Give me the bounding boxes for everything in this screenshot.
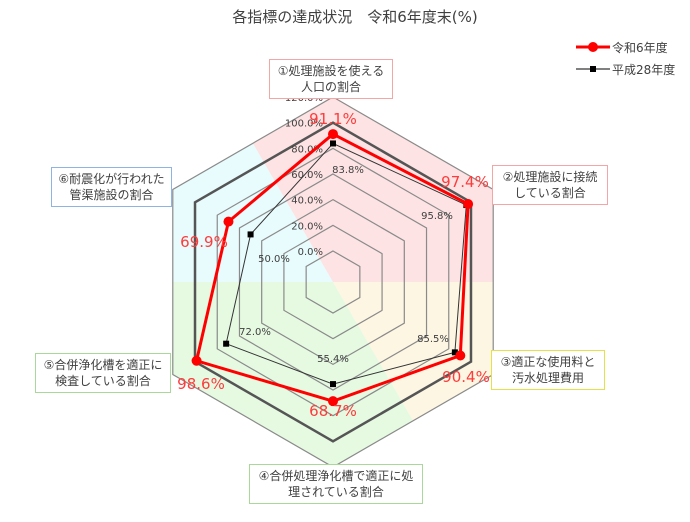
category-label-text: している割合 [514,186,586,200]
axis-tick-label: 80.0% [291,144,323,155]
grid-ring [261,198,405,366]
data-label-r6: 90.4% [442,368,490,386]
data-label-r6: 68.7% [309,402,357,420]
axis-tick-label: 40.0% [291,196,323,207]
data-label-h28: 72.0% [239,327,271,338]
legend-black-line-marker-icon [576,66,610,72]
legend-item-h28: 平成28年度 [576,58,675,80]
series-r6-marker [455,350,466,361]
axis-tick-label: 60.0% [291,170,323,181]
grid-ring [305,250,361,314]
category-label-text: 人口の割合 [300,80,361,94]
category-label-1: ①処理施設を使える 人口の割合 [269,59,393,99]
series-r6-marker [463,199,474,210]
bg-region-cyan [172,97,333,282]
category-label-3: ③適正な使用料と 汚水処理費用 [491,350,605,390]
series-h28-marker [330,381,336,388]
category-label-text: ②処理施設に接続 [502,170,598,184]
category-label-text: 汚水処理費用 [511,371,584,385]
grid-ring [216,147,450,417]
data-label-r6: 98.6% [177,375,225,393]
legend-red-line-marker-icon [576,42,610,52]
series-r6-marker [191,355,202,366]
series-r6-marker [328,129,338,140]
legend-label: 平成28年度 [612,62,676,77]
chart-title: 各指標の達成状況 令和6年度末(%) [232,8,478,26]
legend-label: 令和6年度 [612,40,668,55]
legend: 令和6年度 平成28年度 [576,36,675,80]
category-label-text: ⑥耐震化が行われた [58,172,165,186]
category-label-text: 管渠施設の割合 [69,188,154,202]
category-label-text: ③適正な使用料と [500,355,596,369]
series-h28-marker [247,231,254,238]
category-label-5: ⑤合併浄化槽を適正に 検査している割合 [35,353,171,393]
data-label-h28: 85.5% [417,334,449,345]
series-h28-marker [451,349,458,356]
data-label-r6: 69.9% [180,233,228,251]
data-label-h28: 50.0% [258,254,290,265]
series-h28-marker [330,140,336,147]
axis-tick-label: 100.0% [285,119,323,130]
category-label-6: ⑥耐震化が行われた 管渠施設の割合 [51,167,172,207]
grid-ring [283,224,383,340]
data-label-h28: 83.8% [332,165,364,176]
axis-tick-label: 0.0% [298,247,323,258]
category-label-text: ④合併処理浄化槽で適正に処 [258,469,414,483]
category-label-text: ①処理施設を使える [277,64,385,78]
data-label-r6: 97.4% [441,173,489,191]
axis-tick-label: 20.0% [291,221,323,232]
bg-region-cream [333,282,494,467]
series-r6-marker [223,216,234,227]
data-label-h28: 55.4% [317,354,349,365]
category-label-text: ⑤合併浄化槽を適正に [43,358,163,372]
series-r6-marker [328,396,338,407]
category-label-text: 検査している割合 [55,374,151,388]
grid-ring [238,173,428,391]
category-label-2: ②処理施設に接続 している割合 [492,165,608,205]
data-label-r6: 91.1% [309,110,357,128]
legend-item-r6: 令和6年度 [576,36,675,58]
series-h28-marker [223,340,230,347]
category-label-text: 理されている割合 [288,485,384,499]
category-label-4: ④合併処理浄化槽で適正に処 理されている割合 [249,464,423,504]
data-label-h28: 95.8% [421,211,453,222]
